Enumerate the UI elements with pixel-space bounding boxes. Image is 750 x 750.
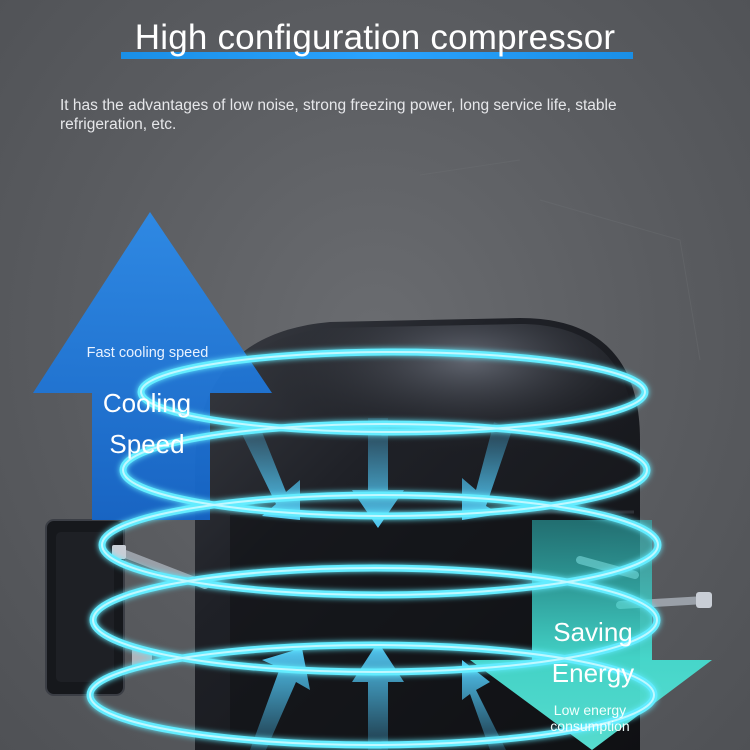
energy-arrow-caption: Low energy consumption bbox=[530, 702, 650, 734]
ring-highlights bbox=[89, 351, 659, 746]
page-title: High configuration compressor bbox=[134, 18, 616, 57]
cooling-arrow-caption: Fast cooling speed bbox=[86, 345, 209, 361]
energy-label-line-2: Energy bbox=[551, 658, 635, 688]
energy-arrow-label: Saving Energy bbox=[528, 612, 658, 694]
page-subtitle: It has the advantages of low noise, stro… bbox=[60, 97, 617, 133]
energy-caption-line-1: Low energy bbox=[553, 702, 627, 718]
compressor-terminal-box bbox=[45, 519, 125, 696]
title-underline bbox=[121, 52, 633, 59]
energy-label-line-1: Saving bbox=[553, 617, 633, 647]
cooling-arrow-label: Cooling Speed bbox=[82, 383, 212, 465]
background-hex-lines bbox=[419, 159, 701, 361]
cooling-label-line-1: Cooling bbox=[102, 388, 192, 418]
cooling-label-line-2: Speed bbox=[109, 429, 185, 459]
energy-caption-line-2: consumption bbox=[550, 718, 630, 734]
cooling-arrow-shape bbox=[33, 212, 272, 520]
